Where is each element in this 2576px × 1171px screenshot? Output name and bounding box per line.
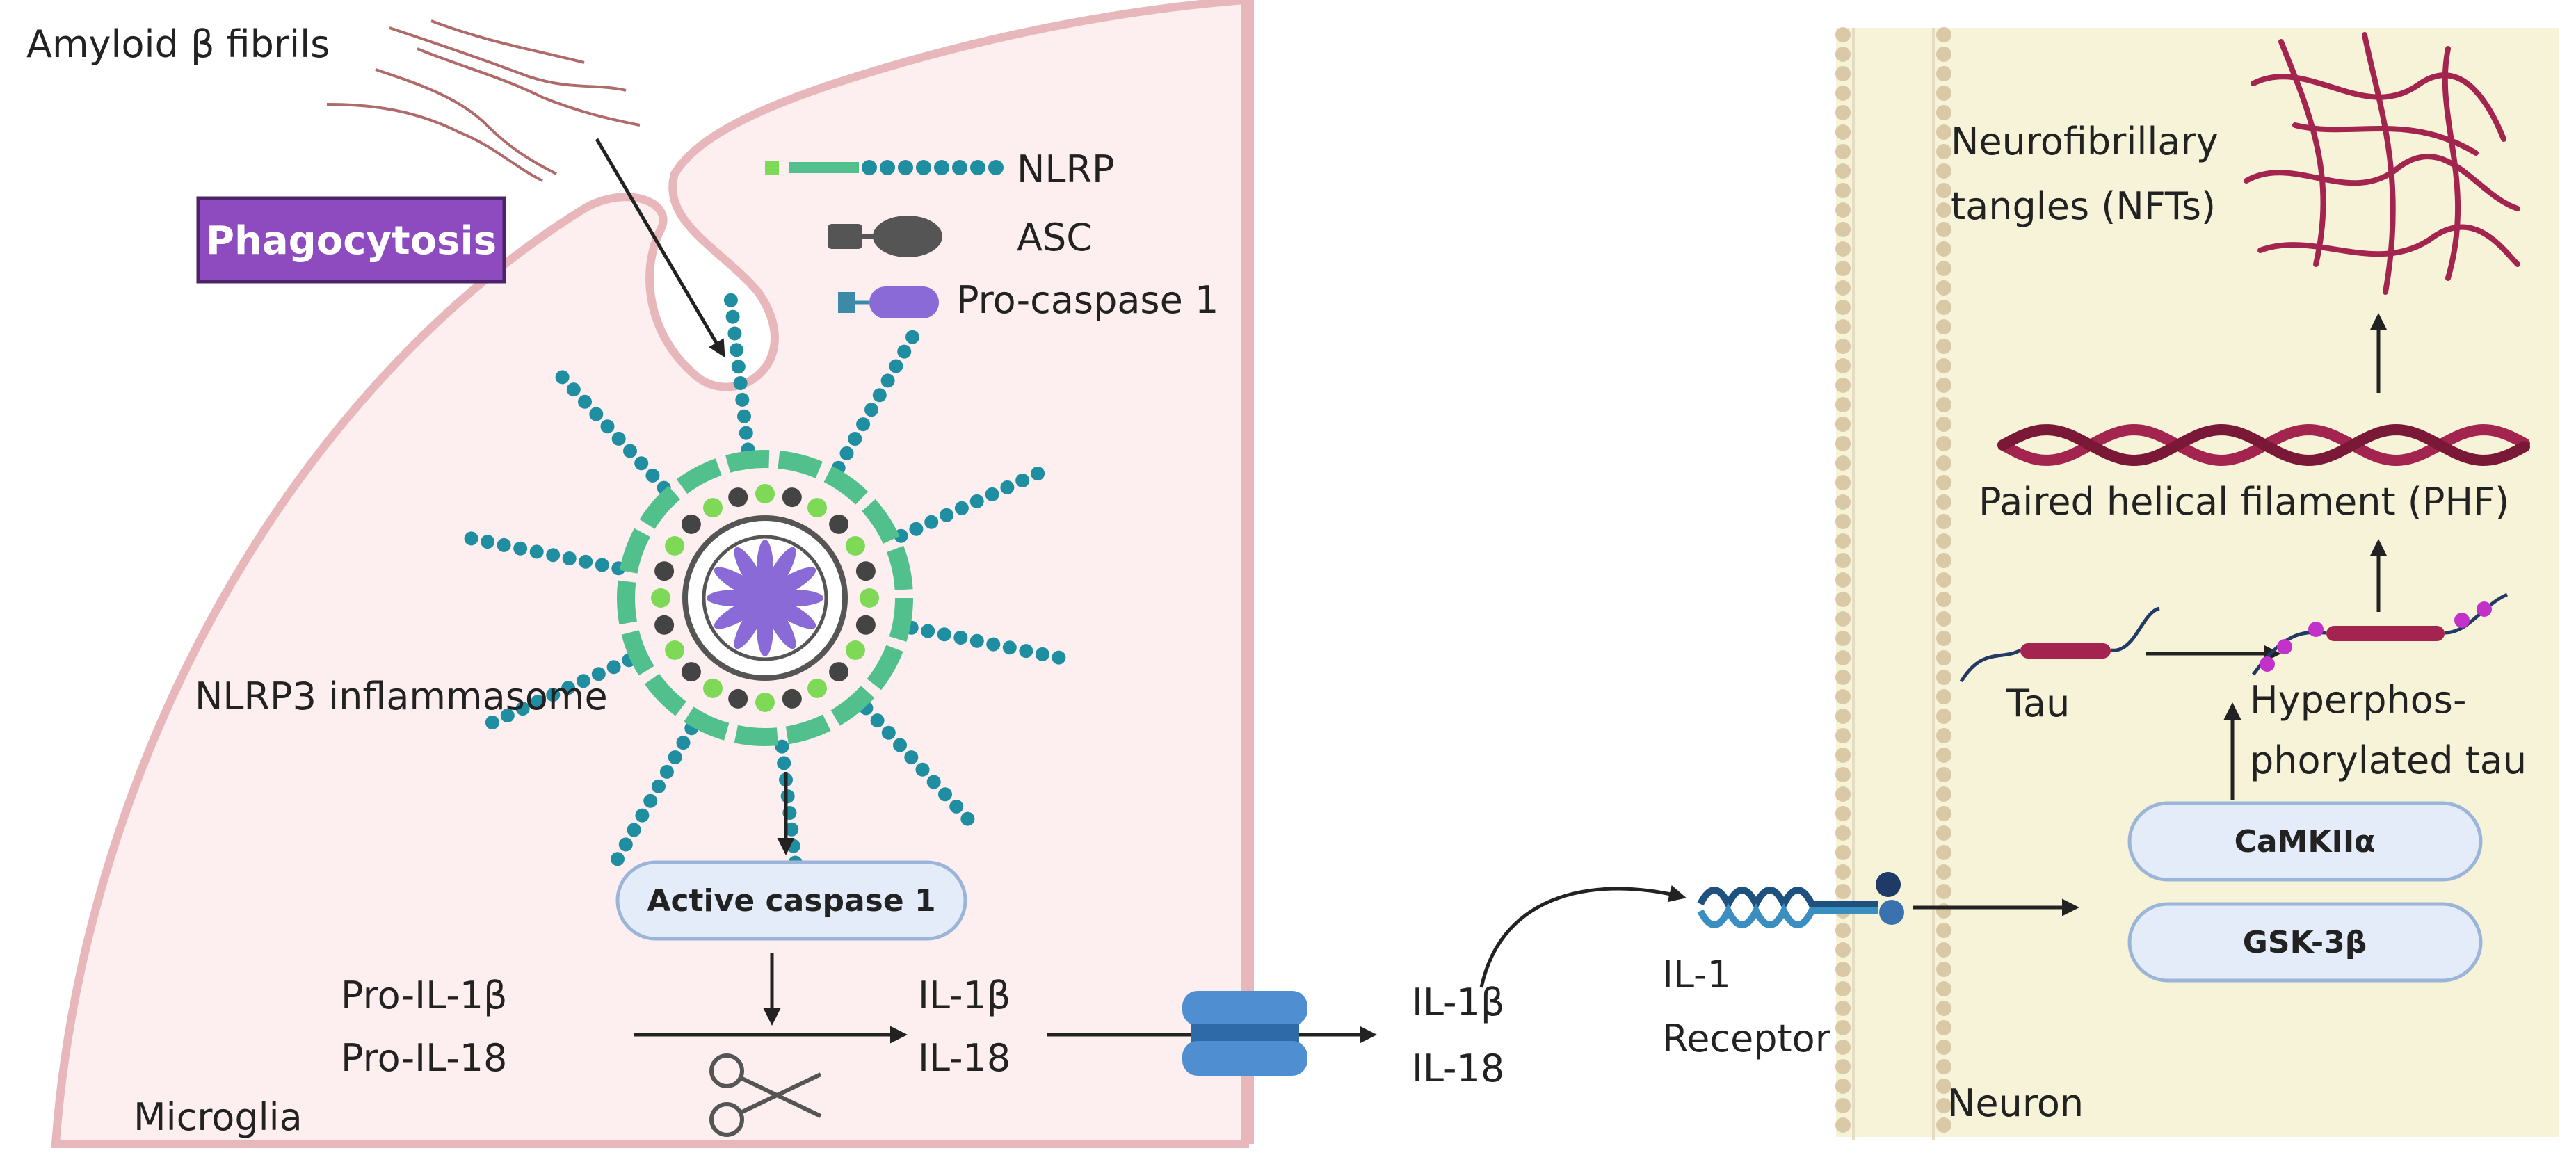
nft-label-line1: Neurofibrillary (1951, 120, 2219, 163)
amyloid-fibrils (326, 19, 641, 182)
phagocytosis-arrow (595, 138, 725, 358)
amyloid-label: Amyloid β fibrils (26, 22, 330, 66)
tau-icon (1959, 606, 2160, 683)
nlrp-legend-label: NLRP (1017, 147, 1115, 191)
pro-caspase-legend-label: Pro-caspase 1 (956, 278, 1218, 322)
pro-il18-label: Pro-IL-18 (341, 1036, 507, 1080)
il1-receptor-icon (1697, 872, 1904, 928)
microglia-label: Microglia (134, 1095, 303, 1139)
neuron-label: Neuron (1947, 1081, 2084, 1125)
arrow-to-receptor (1479, 885, 1687, 988)
nft-tangle-icon (2244, 32, 2520, 295)
il1-receptor-label-line1: IL-1 (1662, 953, 1731, 996)
gsk-box (2127, 902, 2483, 983)
hyper-tau-label-line2: phorylated tau (2250, 738, 2527, 782)
phf-label: Paired helical filament (PHF) (1979, 480, 2509, 524)
phagocytosis-box (196, 196, 506, 284)
neuron-membrane (1835, 27, 1951, 1140)
phagocytosis-label: Phagocytosis (206, 218, 497, 264)
il1b-inside-label: IL-1β (918, 974, 1011, 1017)
microglia-cell (51, 0, 1249, 1148)
camk-label: CaMKIIα (2235, 824, 2376, 859)
camk-box (2127, 801, 2483, 882)
il18-inside-label: IL-18 (918, 1036, 1011, 1080)
nlrp-legend-icon (765, 160, 1004, 175)
asc-legend-icon (828, 216, 942, 257)
phf-helix-icon (1997, 423, 2530, 467)
inflammasome-label: NLRP3 inflammasome (195, 675, 608, 718)
membrane-channel-icon (1182, 991, 1307, 1076)
tau-label: Tau (2006, 681, 2070, 725)
pro-il1b-label: Pro-IL-1β (341, 974, 508, 1017)
asc-legend-label: ASC (1017, 216, 1093, 259)
active-caspase-box (615, 860, 967, 941)
scissors-icon (709, 1053, 822, 1137)
il1b-outside-label: IL-1β (1412, 980, 1504, 1024)
nlrp3-inflammasome (464, 293, 1066, 903)
nft-label-line2: tangles (NFTs) (1951, 184, 2216, 228)
pro-caspase-legend-icon (838, 286, 939, 318)
active-caspase-label: Active caspase 1 (647, 883, 935, 919)
gsk-label: GSK-3β (2243, 925, 2367, 960)
hyper-tau-label-line1: Hyperphos- (2250, 678, 2466, 722)
hyperphosphorylated-tau-icon (2251, 592, 2509, 676)
il1-receptor-label-line2: Receptor (1662, 1017, 1831, 1060)
il18-outside-label: IL-18 (1412, 1047, 1504, 1090)
